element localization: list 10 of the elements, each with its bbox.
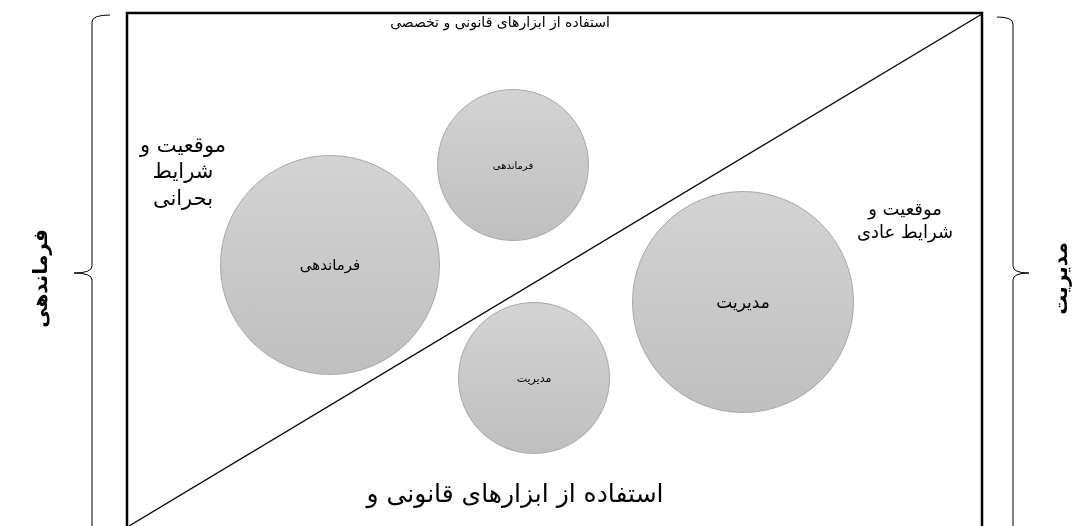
side-label: مدیریت — [1047, 241, 1073, 317]
zone-label: موقعیت و شرایط عادی — [855, 198, 955, 243]
circle-label: فرماندهی — [492, 159, 534, 171]
zone-label: موقعیت و شرایط بحرانی — [138, 132, 227, 211]
circle-label: مدیریت — [716, 292, 770, 312]
zone-label: استفاده از ابزارهای قانونی و — [364, 478, 665, 510]
heading-label: استفاده از ابزارهای قانونی و تخصصی — [389, 14, 611, 32]
side-label: فرماندهی — [27, 228, 53, 330]
circle-label: مدیریت — [516, 371, 552, 385]
circle-label: فرماندهی — [299, 256, 361, 274]
